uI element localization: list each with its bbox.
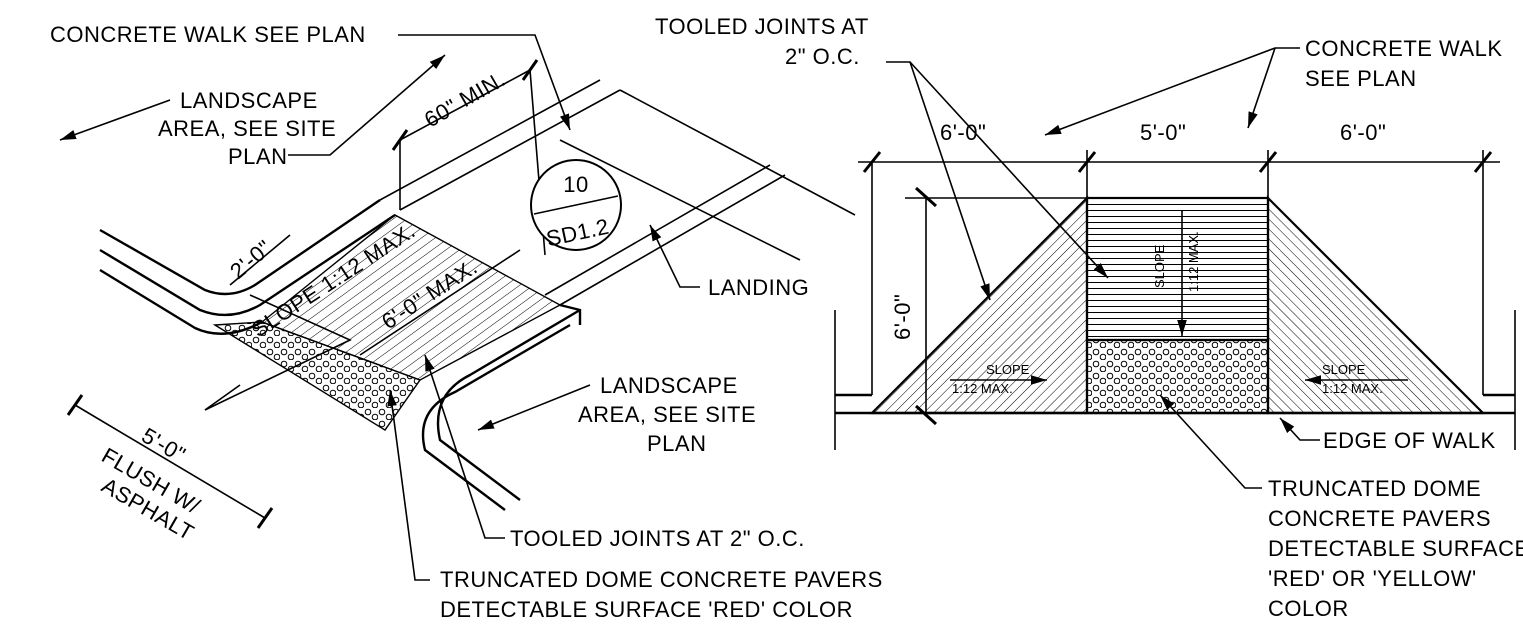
dimension-left-label: 6'-0" — [940, 120, 986, 145]
dimension-line-5ft — [74, 404, 266, 519]
leader-edge-of-walk — [1279, 417, 1320, 441]
leader-tooled-joints — [886, 61, 991, 301]
detectable-paver-area — [212, 321, 422, 431]
pavers-label: DETECTABLE SURFACE — [1268, 536, 1523, 561]
curb-upper — [99, 214, 396, 317]
walk-edge — [559, 174, 786, 306]
leader-landscape-top — [59, 99, 171, 141]
dim-tick — [914, 404, 938, 426]
landscape-area-top-label: PLAN — [228, 144, 287, 169]
slope-left-label: 1:12 MAX. — [952, 381, 1013, 396]
walk-edge — [399, 89, 621, 211]
edge-of-walk-label: EDGE OF WALK — [1323, 428, 1496, 453]
dim-tick — [66, 394, 84, 416]
slope-center-label: SLOPE — [1152, 244, 1167, 288]
dim-tick — [256, 507, 274, 529]
dimension-right-label: 6'-0" — [1340, 120, 1386, 145]
landscape-area-top-label: LANDSCAPE — [180, 88, 318, 113]
leader-landing — [649, 224, 700, 288]
dimension-center-label: 5'-0" — [1140, 120, 1186, 145]
plan-ramp-detail — [834, 47, 1516, 489]
walk-edge — [379, 79, 601, 201]
pavers-label: TRUNCATED DOME CONCRETE PAVERS — [440, 567, 883, 592]
dimension-5ft-label: 5'-0" — [138, 423, 191, 468]
landing-label: LANDING — [708, 275, 809, 300]
callout-number: 10 — [563, 172, 588, 197]
joint-line — [204, 294, 352, 411]
slope-right-label: SLOPE — [1322, 362, 1366, 377]
tooled-joints-label: TOOLED JOINTS AT 2" O.C. — [510, 526, 805, 551]
section-cut-line — [619, 89, 856, 216]
pavers-label: 'RED' OR 'YELLOW' — [1268, 566, 1477, 591]
landscape-area-bottom-label: AREA, SEE SITE — [578, 402, 756, 427]
leader-tooled-joints — [909, 61, 1109, 279]
dimension-line-6ft — [359, 249, 521, 356]
ramp-center-slope — [1085, 196, 1270, 342]
slope-center-label: 1:12 MAX. — [1186, 231, 1201, 292]
pavers-label: DETECTABLE SURFACE 'RED' COLOR — [440, 597, 853, 622]
leader-pavers — [1159, 394, 1262, 489]
isometric-ramp-detail — [59, 34, 856, 581]
curb-lower — [436, 308, 581, 501]
landscape-area-top-label: AREA, SEE SITE — [158, 116, 336, 141]
joint-line — [204, 384, 241, 411]
leader-concrete-walk — [398, 34, 571, 131]
curb-lower — [559, 303, 582, 325]
landscape-area-bottom-label: PLAN — [647, 431, 706, 456]
dimension-line-60-min — [399, 69, 531, 141]
tooled-joints-label: 2" O.C. — [785, 44, 860, 69]
dimension-vertical-label: 6'-0" — [890, 294, 915, 340]
leader-concrete-walk — [1247, 47, 1276, 129]
dim-tick — [914, 186, 938, 208]
leader-pavers — [387, 389, 430, 581]
leader-landscape-bottom — [477, 384, 591, 431]
dimension-60-min-label: 60" MIN. — [420, 66, 509, 132]
dimension-line-2ft — [229, 234, 291, 286]
concrete-walk-label: SEE PLAN — [1305, 66, 1417, 91]
curb-lower — [421, 323, 571, 511]
slope-right-label: 1:12 MAX. — [1322, 381, 1383, 396]
curb-upper — [99, 199, 381, 296]
concrete-walk-label: CONCRETE WALK — [1305, 36, 1503, 61]
landscape-area-bottom-label: LANDSCAPE — [600, 373, 738, 398]
leader-tooled-joints — [424, 354, 505, 539]
tooled-joints-label: TOOLED JOINTS AT — [655, 14, 869, 39]
pavers-label: TRUNCATED DOME — [1268, 476, 1481, 501]
slope-left-label: SLOPE — [986, 362, 1030, 377]
landing-line — [559, 139, 801, 261]
detectable-paver-area — [1085, 338, 1270, 415]
pavers-label: COLOR — [1268, 596, 1349, 621]
leader-landscape-top — [288, 54, 446, 156]
callout-divider — [533, 195, 619, 215]
pavers-label: CONCRETE PAVERS — [1268, 506, 1491, 531]
concrete-walk-label: CONCRETE WALK SEE PLAN — [50, 22, 366, 47]
